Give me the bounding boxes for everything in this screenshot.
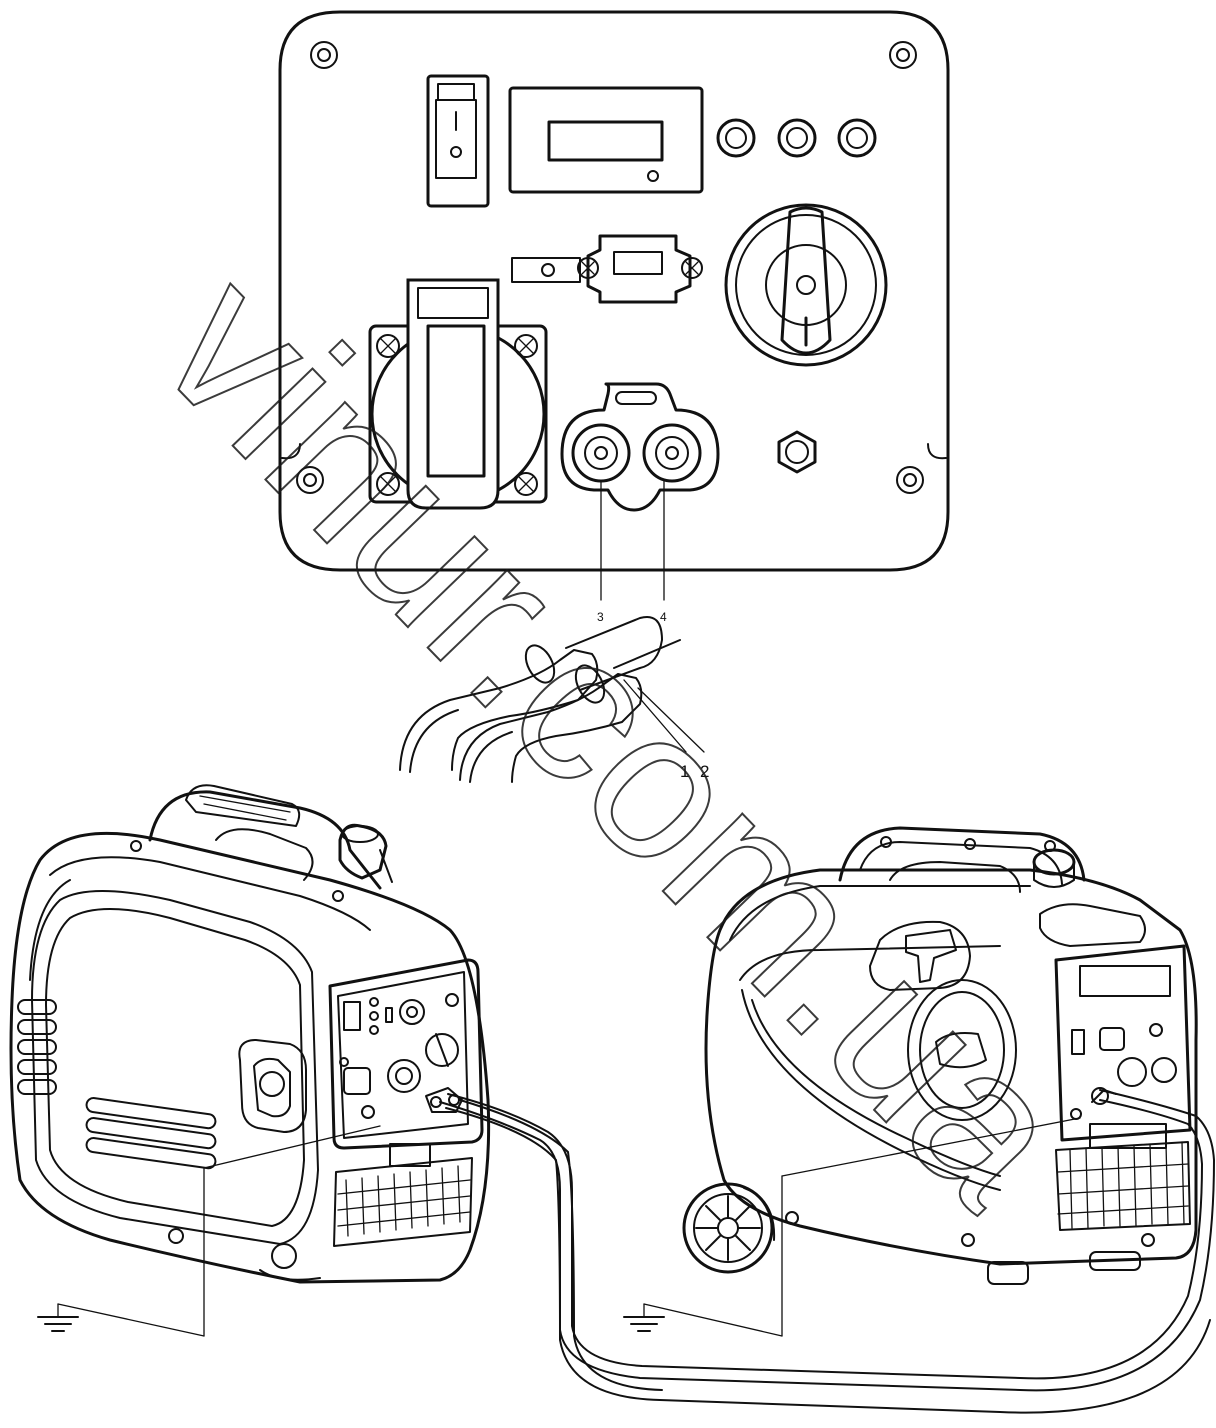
parallel-cable: [439, 1089, 1215, 1414]
fuel-cap: [338, 823, 393, 883]
generator-left: [9, 784, 491, 1284]
callout-2: 2: [700, 762, 709, 781]
indicator-lamp: [716, 118, 756, 158]
callout-1: 1: [680, 762, 689, 781]
mounting-hole: [896, 466, 924, 494]
parallel-cable-plugs: [399, 616, 681, 783]
wheel: [682, 1182, 776, 1274]
rocker-switch-icon: [426, 74, 490, 208]
mounting-hole: [296, 466, 324, 494]
front-panel: [1054, 944, 1192, 1142]
vent-slots: [17, 999, 217, 1170]
recoil-starter: [238, 1039, 307, 1133]
maintenance-cover: [907, 979, 1017, 1121]
screw: [514, 472, 538, 496]
carry-handle: [838, 826, 1086, 893]
parallel-terminal-icon: [560, 382, 720, 512]
callout-4: 4: [660, 610, 667, 624]
indicator-lamp: [837, 118, 877, 158]
display-window: [508, 86, 704, 194]
ac-socket: [368, 278, 548, 510]
dc-output-port: [511, 234, 703, 304]
mounting-hole: [889, 41, 917, 69]
front-panel: [328, 958, 484, 1150]
indicator-lamp: [777, 118, 817, 158]
engine-switch-knob: [724, 203, 888, 367]
ground-connection-right: [623, 1117, 1081, 1337]
generator-right: [682, 826, 1198, 1285]
screw: [514, 334, 538, 358]
front-grille: [333, 1143, 473, 1247]
front-grille: [1055, 1123, 1191, 1231]
ground-terminal: [777, 430, 817, 474]
fuel-cap: [1032, 848, 1146, 947]
ground-symbol-icon: [623, 1316, 665, 1332]
carry-handle: [130, 784, 382, 902]
recoil-starter: [869, 920, 971, 991]
screw: [376, 472, 400, 496]
screw: [376, 334, 400, 358]
mounting-hole: [310, 41, 338, 69]
ground-symbol-icon: [37, 1316, 79, 1332]
control-panel: [278, 10, 950, 572]
ground-connection-left: [37, 1125, 381, 1337]
callout-3: 3: [597, 610, 604, 624]
